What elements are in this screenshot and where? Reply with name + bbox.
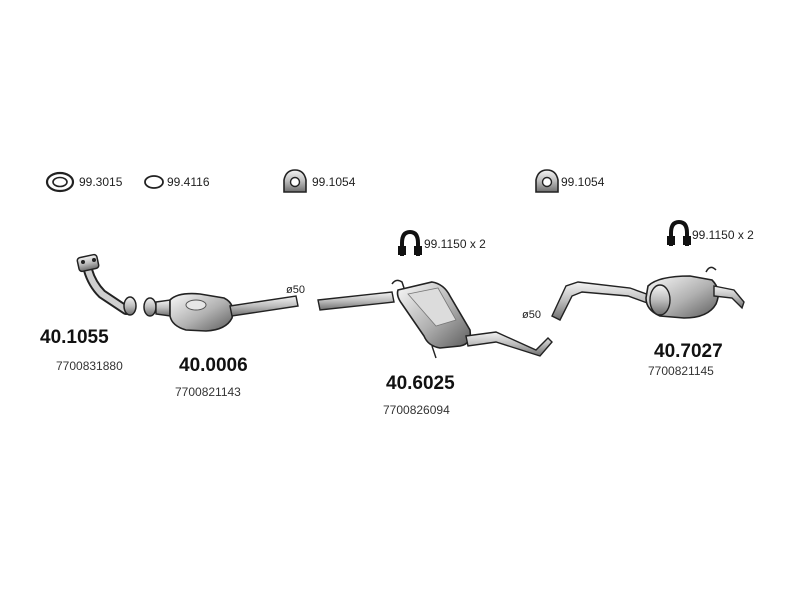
gasket-ring-icon bbox=[45, 171, 75, 193]
oe-number: 7700826094 bbox=[383, 403, 450, 417]
u-bolt-clamp-icon bbox=[398, 229, 422, 256]
rear-silencer-icon bbox=[551, 266, 745, 321]
front-pipe-icon bbox=[76, 253, 137, 316]
part-number: 40.1055 bbox=[40, 327, 109, 348]
oe-number: 7700821145 bbox=[648, 364, 714, 378]
pipe-diameter-label: ø50 bbox=[522, 309, 541, 321]
oe-number: 7700821143 bbox=[175, 385, 241, 399]
rubber-mount-icon bbox=[283, 169, 307, 193]
accessory-code: 99.1054 bbox=[312, 175, 356, 189]
part-number: 40.0006 bbox=[179, 355, 248, 376]
catalytic-converter-icon bbox=[143, 292, 299, 332]
clamp-label: 99.1150 x 2 bbox=[424, 237, 486, 251]
rubber-mount-icon bbox=[535, 169, 559, 193]
accessory-code: 99.3015 bbox=[79, 175, 123, 189]
accessory-code: 99.4116 bbox=[167, 175, 210, 189]
u-bolt-clamp-icon bbox=[667, 219, 691, 246]
part-number: 40.6025 bbox=[386, 373, 455, 394]
accessory-code: 99.1054 bbox=[561, 175, 605, 189]
part-number: 40.7027 bbox=[654, 341, 723, 362]
o-ring-icon bbox=[144, 175, 164, 189]
middle-silencer-icon bbox=[317, 279, 553, 359]
clamp-label: 99.1150 x 2 bbox=[692, 228, 754, 242]
pipe-diameter-label: ø50 bbox=[286, 284, 305, 296]
oe-number: 7700831880 bbox=[56, 359, 123, 373]
